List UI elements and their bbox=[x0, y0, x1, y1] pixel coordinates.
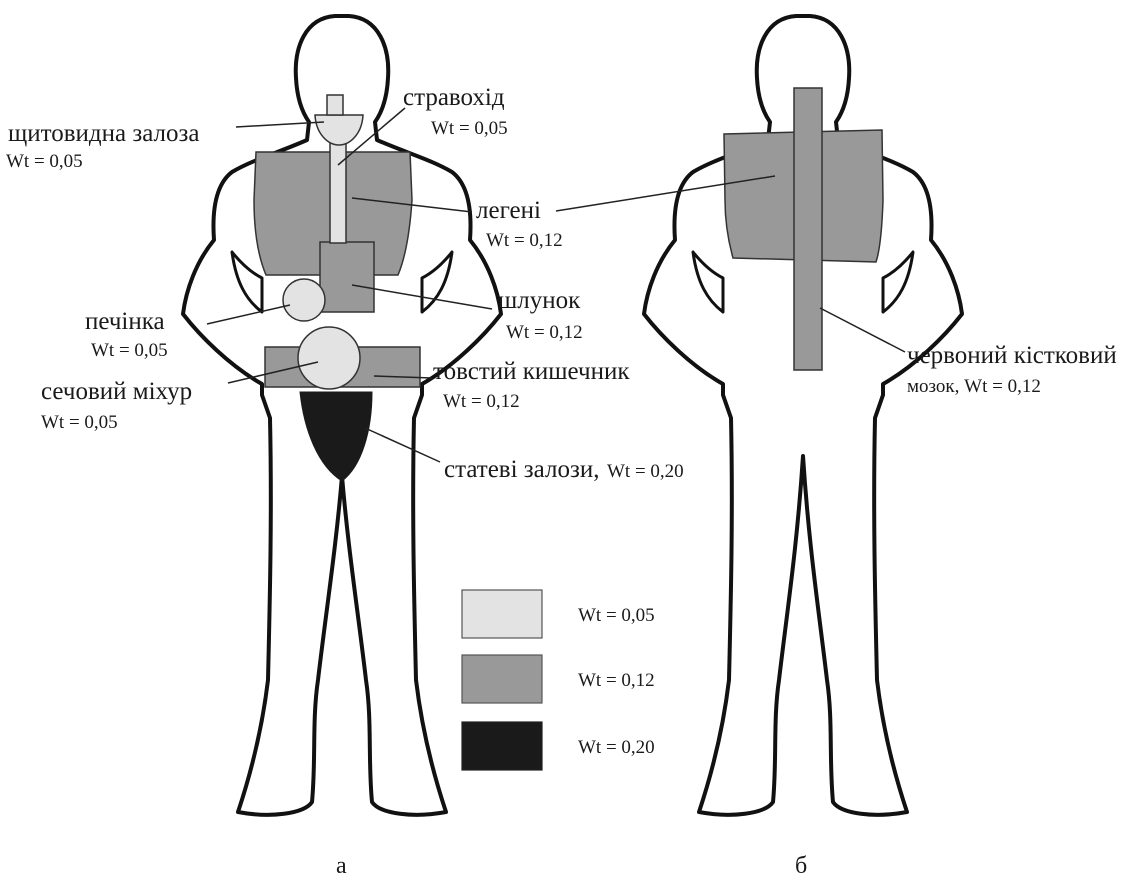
colon-wt: Wt = 0,12 bbox=[443, 391, 520, 412]
liver-wt: Wt = 0,05 bbox=[91, 340, 168, 361]
bladder-wt: Wt = 0,05 bbox=[41, 412, 118, 433]
lungs-wt: Wt = 0,12 bbox=[486, 230, 563, 251]
marrow-region bbox=[794, 88, 822, 370]
thyroid-wt: Wt = 0,05 bbox=[6, 151, 83, 172]
liver-region bbox=[283, 279, 325, 321]
thyroid-top bbox=[327, 95, 343, 115]
panel-label-a: а bbox=[336, 853, 347, 879]
marrow-wt: мозок, Wt = 0,12 bbox=[907, 376, 1041, 397]
gonads-wt: Wt = 0,20 bbox=[607, 461, 684, 482]
legend-swatch-3 bbox=[462, 722, 542, 770]
panel-label-b: б bbox=[795, 853, 807, 879]
legend-label-3: Wt = 0,20 bbox=[578, 737, 655, 758]
colon-name: товстий кишечник bbox=[433, 358, 630, 385]
esophagus-name: стравохід bbox=[403, 84, 505, 111]
stomach-region bbox=[320, 242, 374, 312]
legend-label-2: Wt = 0,12 bbox=[578, 670, 655, 691]
legend-swatch-2 bbox=[462, 655, 542, 703]
legend-label-1: Wt = 0,05 bbox=[578, 605, 655, 626]
marrow-name: червоний кістковий bbox=[907, 342, 1117, 369]
esophagus-wt: Wt = 0,05 bbox=[431, 118, 508, 139]
lungs-name: легені bbox=[476, 197, 541, 224]
bladder-region bbox=[298, 327, 360, 389]
stomach-wt: Wt = 0,12 bbox=[506, 322, 583, 343]
liver-name: печінка bbox=[85, 308, 165, 335]
bladder-name: сечовий міхур bbox=[41, 378, 192, 405]
legend-swatch-1 bbox=[462, 590, 542, 638]
esophagus-region bbox=[330, 135, 346, 243]
stomach-name: шлунок bbox=[498, 287, 581, 314]
thyroid-name: щитовидна залоза bbox=[8, 120, 200, 147]
legend: Wt = 0,05 Wt = 0,12 Wt = 0,20 bbox=[462, 590, 655, 770]
back-labels: червоний кістковий мозок, Wt = 0,12 bbox=[907, 342, 1117, 397]
gonads-name: статеві залози, bbox=[444, 456, 599, 483]
